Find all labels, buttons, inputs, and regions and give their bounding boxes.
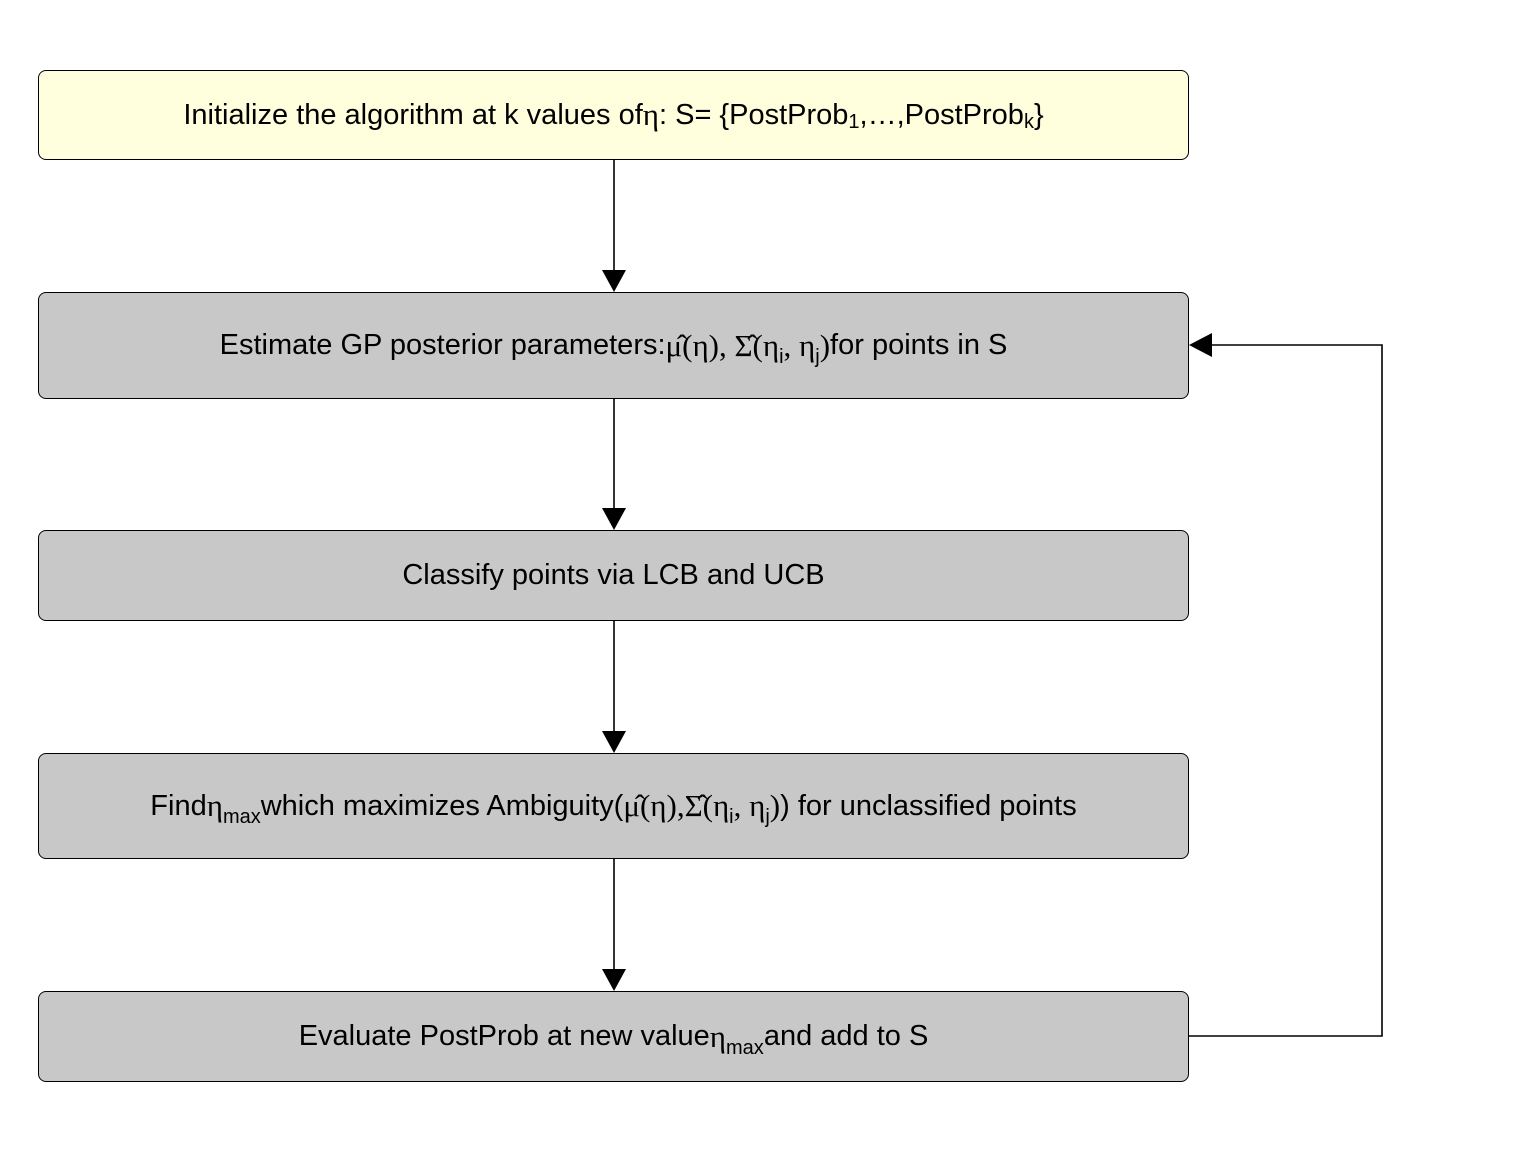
step-find-max: Find ηmax which maximizes Ambiguity(μ̂(η…: [38, 753, 1189, 859]
step-initialize: Initialize the algorithm at k values of …: [38, 70, 1189, 160]
step-classify: Classify points via LCB and UCB: [38, 530, 1189, 621]
step-initialize-text-mid2: ,…,PostProb: [859, 98, 1024, 131]
eta-symbol: η: [206, 788, 223, 823]
subscript-k: k: [1023, 110, 1034, 133]
step-initialize-text-mid: : S= {PostProb: [658, 98, 849, 131]
subscript-1: 1: [848, 110, 860, 133]
step-find-text-mid: which maximizes Ambiguity(: [260, 789, 624, 822]
ambiguity-close: ): [769, 788, 781, 823]
subscript-i: i: [779, 345, 784, 368]
ambiguity-mean-cov: μ̂(η),Σ̂(η: [623, 788, 730, 823]
arrow-classify-to-find: [602, 621, 626, 753]
step-estimate-text-post: for points in S: [830, 329, 1008, 361]
subscript-max: max: [726, 1036, 764, 1059]
step-initialize-text-pre: Initialize the algorithm at k values of: [183, 98, 643, 131]
step-evaluate-text-pre: Evaluate PostProb at new value: [298, 1020, 710, 1052]
subscript-j: j: [815, 345, 820, 368]
eta-max-symbol: ηmax: [206, 788, 261, 828]
step-estimate: Estimate GP posterior parameters: μ̂(η),…: [38, 292, 1189, 399]
arrow-loop-back: [1189, 333, 1383, 1037]
subscript-max: max: [222, 806, 261, 828]
step-find-text-post: ) for unclassified points: [780, 789, 1077, 822]
step-initialize-text-post: }: [1033, 98, 1044, 131]
arrow-find-to-evaluate: [602, 859, 626, 991]
eta-symbol: η: [709, 1018, 727, 1054]
gp-parameters-sep: , η: [783, 327, 816, 363]
gp-parameters-close: ): [819, 327, 831, 363]
step-classify-text: Classify points via LCB and UCB: [402, 559, 825, 591]
gp-parameters-math: μ̂(η), Σ̂(ηi, ηj): [665, 327, 831, 368]
eta-max-symbol: ηmax: [709, 1018, 764, 1059]
step-find-text-pre: Find: [150, 789, 207, 822]
subscript-i: i: [729, 806, 734, 828]
arrow-estimate-to-classify: [602, 399, 626, 530]
subscript-j: j: [765, 806, 770, 828]
ambiguity-args-math: μ̂(η),Σ̂(ηi, ηj): [623, 788, 781, 828]
eta-symbol: η: [642, 97, 659, 132]
step-estimate-text-pre: Estimate GP posterior parameters:: [219, 329, 666, 361]
arrow-init-to-estimate: [602, 160, 626, 292]
step-evaluate-text-post: and add to S: [763, 1020, 929, 1052]
step-evaluate: Evaluate PostProb at new value ηmax and …: [38, 991, 1189, 1082]
ambiguity-sep: , η: [733, 788, 766, 823]
gp-parameters-mean-cov: μ̂(η), Σ̂(η: [665, 327, 780, 363]
